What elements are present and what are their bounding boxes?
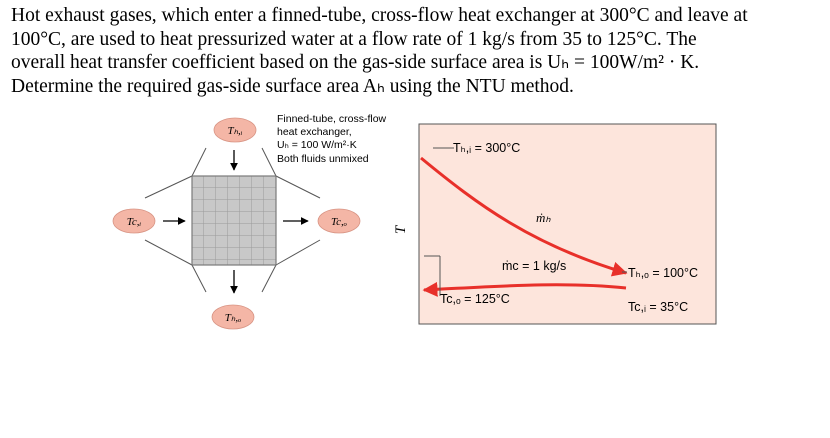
temperature-plot: T Tₕ,ᵢ = 300°C ṁₕ ṁc = 1 kg/s Tₕ,ₒ = 100… [393, 123, 717, 325]
cold-outlet-temp: Tc,ₒ = 125°C [440, 292, 510, 306]
info-line-3: Uₕ = 100 W/m²·K [277, 139, 357, 151]
problem-line-4: Determine the required gas-side surface … [11, 75, 574, 97]
hot-inlet-tag: Tₕ,ᵢ [213, 117, 257, 143]
cold-inlet-tag: Tc,ᵢ [112, 208, 156, 234]
hot-outlet-label: Tₕ,ₒ [225, 312, 241, 324]
exchanger-core [191, 175, 277, 266]
problem-line-3: overall heat transfer coefficient based … [11, 52, 700, 73]
info-line-2: heat exchanger, [277, 126, 352, 138]
hot-gas-line [420, 156, 628, 277]
plot-panel [418, 123, 717, 325]
exchanger-schematic: Tₕ,ᵢ Tₕ,ₒ Tc,ᵢ Tc,ₒ Finned-tube, cross-f… [112, 113, 387, 330]
cold-inlet-label: Tc,ᵢ [127, 216, 142, 228]
cold-flow-rate: ṁc = 1 kg/s [502, 259, 566, 273]
y-axis-label: T [393, 224, 409, 234]
hot-outlet-temp: Tₕ,ₒ = 100°C [628, 266, 698, 280]
info-line-4: Both fluids unmixed [277, 153, 369, 165]
cold-water-line [422, 281, 627, 297]
exchanger-info: Finned-tube, cross-flow heat exchanger, … [277, 113, 387, 165]
hot-flow-label: ṁₕ [536, 210, 551, 225]
leader-lines [424, 147, 627, 296]
duct-lines [144, 147, 321, 293]
problem-line-1: Hot exhaust gases, which enter a finned-… [11, 5, 748, 26]
problem-statement: Hot exhaust gases, which enter a finned-… [11, 4, 826, 98]
cold-outlet-tag: Tc,ₒ [317, 208, 361, 234]
cold-outlet-label: Tc,ₒ [331, 216, 347, 228]
cold-inlet-temp: Tc,ᵢ = 35°C [628, 300, 688, 314]
hot-inlet-temp: Tₕ,ᵢ = 300°C [453, 141, 520, 155]
problem-line-2: 100°C, are used to heat pressurized wate… [11, 28, 697, 50]
info-line-1: Finned-tube, cross-flow [277, 113, 387, 125]
hot-inlet-label: Tₕ,ᵢ [227, 125, 242, 137]
hot-outlet-tag: Tₕ,ₒ [211, 304, 255, 330]
